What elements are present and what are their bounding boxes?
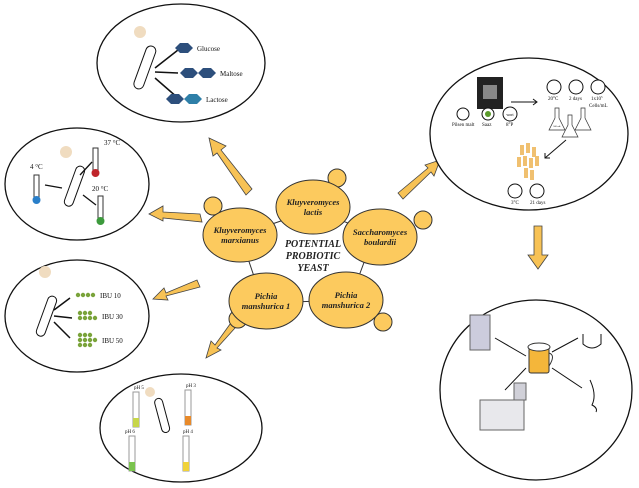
hexagon-icon (198, 68, 216, 78)
yeast-name: manshurica 2 (322, 300, 371, 310)
ph-label: pH 5 (134, 386, 144, 391)
hexagon-icon (166, 94, 184, 104)
arrows (148, 137, 549, 359)
flask-icons (548, 107, 592, 138)
yeast-k-marxianus[interactable]: Kluyveromyces marxianus (202, 207, 278, 263)
test-tube-icon (133, 45, 157, 90)
yeast-name: Kluyveromyces (286, 197, 341, 207)
arrow-to-brewing (397, 159, 441, 200)
yeast-k-lactis[interactable]: Kluyveromyces lactis (275, 179, 351, 235)
yeast-cells-icon (60, 146, 72, 158)
sugar-panel: Glucose Maltose Lactose (96, 3, 266, 123)
test-tube-icon (63, 165, 86, 207)
arrow-to-ibu (152, 279, 201, 301)
yeast-name: marxianus (221, 235, 259, 245)
yeast-network: Kluyveromyces lactis Kluyveromyces marxi… (202, 168, 433, 332)
ingredient-label: Saaz (482, 123, 492, 128)
yeast-cells-icon (590, 79, 606, 95)
sugar-label: Glucose (197, 45, 220, 53)
thermometer-icon (546, 79, 562, 95)
yeast-name: Pichia (335, 290, 358, 300)
yeast-cells-icon (134, 26, 146, 38)
yeast-name: Pichia (255, 291, 278, 301)
ph-panel: pH 5 pH 3 pH 6 pH 4 (99, 373, 263, 483)
tongue-icon (582, 334, 602, 349)
sugar-label: Lactose (206, 96, 228, 104)
ibu-label: IBU 30 (102, 313, 123, 321)
yeast-name: manshurica 1 (242, 301, 290, 311)
temp-label: 37 °C (104, 139, 121, 147)
hexagon-icon (180, 68, 198, 78)
flask-label: 500 mL (553, 125, 561, 128)
center-title: POTENTIAL (285, 239, 341, 250)
ibu-label: IBU 10 (100, 292, 121, 300)
brewing-panel: wort Pilsen malt Saaz 8°P 20°C 2 days 1x… (429, 57, 629, 211)
hplc-instrument-icon (469, 314, 491, 351)
gc-ms-instrument-icon (479, 399, 525, 431)
beer-mug-icon (528, 347, 550, 374)
hourglass-icon (568, 79, 584, 95)
test-tube-icon (154, 397, 171, 434)
inoc-label: Cells/mL (589, 104, 608, 109)
yeast-name: lactis (304, 207, 323, 217)
wort-label: wort (506, 112, 514, 117)
hop-dots-30 (77, 310, 98, 321)
ibu-label: IBU 50 (102, 337, 123, 345)
hexagon-icon (184, 94, 202, 104)
thermometer-icon (507, 183, 523, 199)
test-tube-icon (35, 295, 58, 337)
inoc-label: 20°C (548, 97, 559, 102)
thermometer-mild-icon (96, 217, 105, 225)
hourglass-icon (529, 183, 545, 199)
ingredient-label: Pilsen malt (452, 123, 475, 128)
hop-dots-50 (77, 332, 98, 348)
center-title: PROBIOTIC (286, 251, 341, 262)
yeast-s-boulardii[interactable]: Saccharomyces boulardii (342, 208, 418, 266)
hexagon-icon (175, 43, 193, 53)
ph-label: pH 6 (125, 430, 135, 435)
ph-label: pH 4 (183, 430, 193, 435)
yeast-name: Kluyveromyces (213, 225, 268, 235)
arrow-to-sugars (208, 137, 253, 196)
yeast-p-manshurica-1[interactable]: Pichia manshurica 1 (228, 272, 304, 330)
yeast-name: boulardii (364, 237, 397, 247)
center-title: YEAST (297, 263, 329, 274)
arrow-to-analysis (527, 225, 549, 270)
temp-label: 20 °C (92, 185, 109, 193)
ferm-label: 21 days (530, 201, 545, 206)
beer-bottles-icon (517, 143, 539, 180)
thermometer-cold-icon (32, 196, 41, 204)
temp-label: 4 °C (30, 163, 43, 171)
inoc-label: 1x105 (591, 95, 603, 102)
wort-icon (502, 106, 518, 122)
thermometer-hot-icon (91, 169, 100, 177)
inoc-label: 2 days (569, 97, 582, 102)
yeast-cells-icon (145, 387, 155, 397)
ibu-panel: IBU 10 IBU 30 IBU 50 (4, 259, 150, 373)
arrow-to-temperature (148, 205, 203, 223)
ferm-label: 3°C (511, 201, 519, 206)
analysis-panel (439, 299, 633, 481)
hop-dots-10 (75, 292, 96, 298)
ingredient-label: 8°P (506, 123, 513, 128)
sugar-label: Maltose (220, 70, 243, 78)
nose-icon (589, 379, 597, 413)
yeast-name: Saccharomyces (353, 227, 408, 237)
ph-label: pH 3 (186, 384, 196, 389)
temperature-panel: 37 °C 4 °C 20 °C (4, 127, 150, 241)
malt-icon (456, 107, 470, 121)
yeast-p-manshurica-2[interactable]: Pichia manshurica 2 (308, 271, 384, 329)
yeast-cells-icon (39, 266, 51, 278)
